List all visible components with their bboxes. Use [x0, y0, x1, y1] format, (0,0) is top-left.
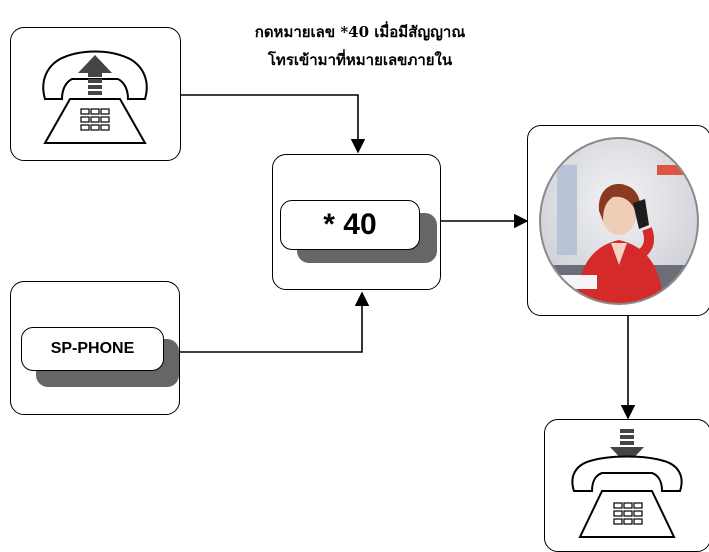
arrow-phone-to-code	[180, 94, 366, 154]
sp-phone-key: SP-PHONE	[21, 327, 164, 371]
code-box: * 40	[272, 154, 441, 290]
sp-phone-box: SP-PHONE	[10, 281, 180, 415]
sp-phone-key-label: SP-PHONE	[50, 340, 135, 357]
arrow-spphone-to-code	[180, 291, 370, 353]
instruction-line-1: กดหมายเลข *40 เมื่อมีสัญญาณ	[254, 23, 466, 41]
instruction-line-2: โทรเข้ามาที่หมายเลขภายใน	[267, 51, 453, 69]
operator-box	[527, 125, 709, 316]
star-40-key: * 40	[280, 200, 420, 250]
telephone-with-up-arrow-icon	[42, 50, 148, 144]
incoming-phone-box	[10, 27, 181, 161]
answered-phone-box	[544, 419, 709, 552]
operator-photo	[539, 137, 699, 305]
instruction-caption: กดหมายเลข *40 เมื่อมีสัญญาณ โทรเข้ามาที่…	[215, 18, 505, 74]
star-40-key-label: * 40	[323, 208, 377, 241]
telephone-with-down-arrow-icon	[571, 429, 683, 538]
